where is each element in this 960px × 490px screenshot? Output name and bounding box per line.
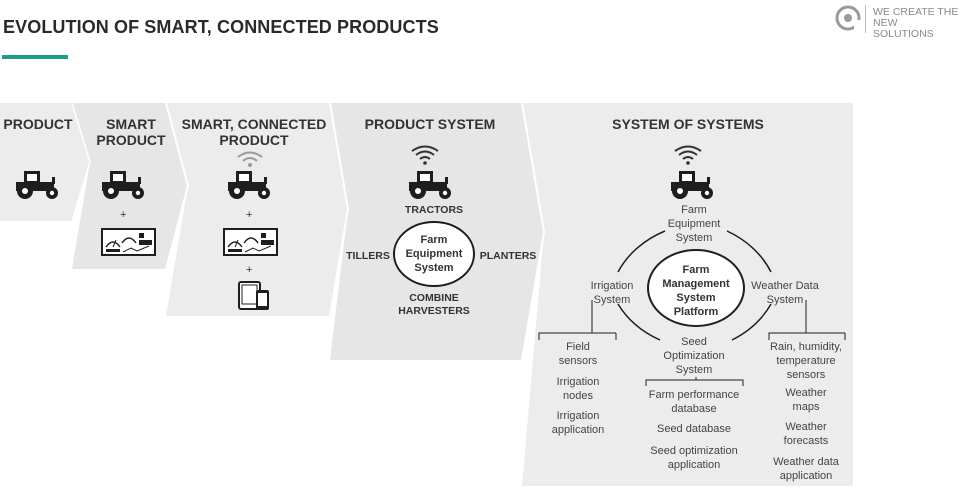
irrigation-list-item: Irrigation nodes (556, 376, 600, 402)
wifi-icon (411, 145, 439, 165)
sos-irrigation: Irrigation System (590, 280, 634, 306)
wifi-icon (674, 145, 702, 165)
dashboard-icon (101, 228, 156, 256)
stage-label-smart-connected-product: SMART, CONNECTED PRODUCT (181, 116, 327, 148)
dashboard-icon (223, 228, 278, 256)
system-of-systems-center: Farm Management System Platform (662, 264, 730, 318)
product-system-center: Farm Equipment System (405, 234, 463, 274)
tractor-icon (228, 171, 270, 199)
sos-seed-optimization: Seed Optimization System (663, 336, 725, 376)
sos-weather-data: Weather Data System (751, 280, 819, 306)
logo-divider (865, 5, 866, 33)
product-system-left: TILLERS (346, 250, 390, 262)
seed-list-item: Seed optimization application (650, 445, 738, 471)
sos-farm-equipment: Farm Equipment System (667, 204, 721, 244)
tractor-icon (409, 171, 451, 199)
weather-list-item: Rain, humidity, temperature sensors (770, 341, 842, 381)
stage-label-smart-product: SMART PRODUCT (96, 116, 166, 148)
stage-panel-smart-connected (166, 103, 348, 316)
tractor-icon (16, 171, 58, 199)
product-system-right: PLANTERS (479, 250, 537, 262)
title-underline (2, 55, 68, 59)
plus-sign: + (246, 264, 253, 276)
seed-list-item: Seed database (656, 423, 731, 435)
weather-list-item: Weather forecasts (783, 421, 829, 447)
plus-sign: + (120, 209, 127, 221)
wifi-icon (237, 151, 263, 167)
logo-tagline: WE CREATE THE NEW SOLUTIONS (873, 6, 959, 40)
product-system-top: TRACTORS (404, 204, 464, 216)
logo-icon (835, 5, 861, 31)
irrigation-list-item: Field sensors (558, 341, 598, 367)
system-of-systems-ring (538, 230, 846, 386)
stage-label-product-system: PRODUCT SYSTEM (364, 116, 496, 132)
weather-list-item: Weather maps (785, 387, 827, 413)
product-system-ring (393, 221, 475, 287)
tractor-icon (671, 171, 713, 199)
product-system-bottom: COMBINE HARVESTERS (398, 292, 470, 317)
devices-icon (238, 281, 269, 310)
irrigation-list-item: Irrigation application (551, 410, 605, 436)
page-title: EVOLUTION OF SMART, CONNECTED PRODUCTS (3, 17, 439, 37)
seed-list-item: Farm performance database (648, 389, 740, 415)
weather-list-item: Weather data application (773, 456, 839, 482)
stage-label-product: PRODUCT (3, 116, 73, 132)
stage-label-system-of-systems: SYSTEM OF SYSTEMS (612, 116, 764, 132)
tractor-icon (102, 171, 144, 199)
plus-sign: + (246, 209, 253, 221)
